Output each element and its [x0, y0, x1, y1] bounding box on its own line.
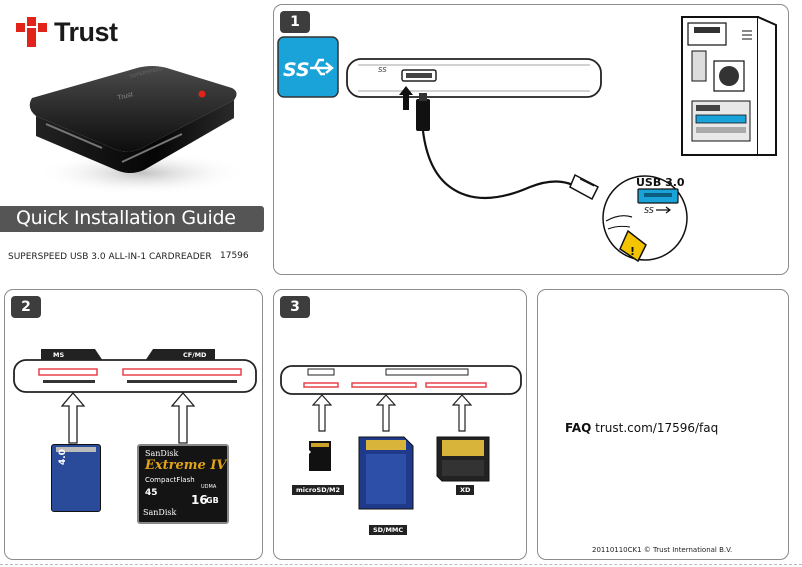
footer-code: 20110110CK1 © Trust International B.V.: [592, 546, 733, 554]
insert-arrow-icon: [399, 86, 413, 110]
step-3-panel: 3 microSD/M2 SD/MMC XD: [273, 289, 527, 560]
step-2-badge: 2: [11, 296, 41, 318]
card-reader-front: [13, 359, 257, 393]
cf-brand-bottom: SanDisk: [143, 508, 177, 517]
cf-udma: UDMA: [201, 484, 217, 490]
product-name: SUPERSPEED USB 3.0 ALL-IN-1 CARDREADER: [8, 252, 212, 262]
cf-brand-top: SanDisk: [145, 449, 179, 458]
brand-name: Trust: [54, 16, 118, 47]
arrow-ms-icon: [61, 392, 85, 444]
cf-speed: 45: [145, 488, 158, 498]
slot-tab-ms: [41, 349, 103, 361]
trust-logo-icon: [16, 17, 47, 47]
slot-label-ms: MS: [53, 351, 65, 359]
card-reader-side: SS: [346, 58, 602, 98]
pc-tower: [681, 16, 777, 156]
card-reader-front-3: [280, 365, 522, 395]
sd-card: [358, 436, 414, 510]
svg-text:SS: SS: [644, 206, 654, 215]
arrow-sd-icon: [376, 394, 396, 432]
faq-panel: [537, 289, 789, 560]
cf-capacity-unit: GB: [206, 496, 219, 505]
cf-type: CompactFlash: [145, 476, 195, 484]
xd-card: [436, 436, 490, 482]
article-number: 17596: [220, 251, 249, 261]
usb-port-zoom: SS !: [602, 175, 688, 263]
microsd-card: [309, 441, 331, 471]
memory-stick-card: 4.0: [51, 444, 101, 512]
guide-title: Quick Installation Guide: [16, 207, 236, 229]
step-3-badge: 3: [280, 296, 310, 318]
svg-text:SS: SS: [283, 59, 310, 81]
svg-text:SS: SS: [378, 66, 387, 74]
faq-url[interactable]: trust.com/17596/faq: [595, 421, 719, 435]
slot-tab-cf: [145, 349, 215, 361]
guide-title-bar: Quick Installation Guide: [0, 206, 264, 232]
card-reader-photo: Trust SUPERSPEED: [29, 66, 247, 195]
step-1-badge: 1: [280, 11, 310, 33]
arrow-microsd-icon: [312, 394, 332, 432]
trust-logo: Trust: [16, 14, 118, 50]
ms-capacity: 4.0: [58, 449, 68, 465]
arrow-xd-icon: [452, 394, 472, 432]
label-sd: SD/MMC: [369, 525, 408, 535]
cf-capacity: 16: [191, 493, 208, 507]
cf-product: Extreme IV: [145, 458, 227, 473]
cut-line: [0, 564, 802, 565]
svg-text:Trust: Trust: [117, 91, 134, 102]
label-microsd: microSD/M2: [292, 485, 344, 495]
step-2-panel: 2 MS CF/MD 4.0 SanDisk Extreme IV Compac…: [4, 289, 263, 560]
step-1-panel: 1 SS SS: [273, 4, 789, 275]
usb-30-label: USB 3.0: [636, 176, 685, 189]
svg-text:!: !: [630, 245, 635, 258]
usb-cable: [416, 93, 600, 201]
superspeed-usb-icon: SS: [277, 36, 339, 98]
faq-prefix: FAQ: [565, 421, 592, 435]
arrow-cf-icon: [171, 392, 195, 444]
label-xd: XD: [456, 485, 475, 495]
compactflash-card: SanDisk Extreme IV CompactFlash UDMA 45 …: [137, 444, 229, 524]
faq-line: FAQ trust.com/17596/faq: [565, 421, 718, 435]
slot-label-cf: CF/MD: [183, 351, 207, 359]
